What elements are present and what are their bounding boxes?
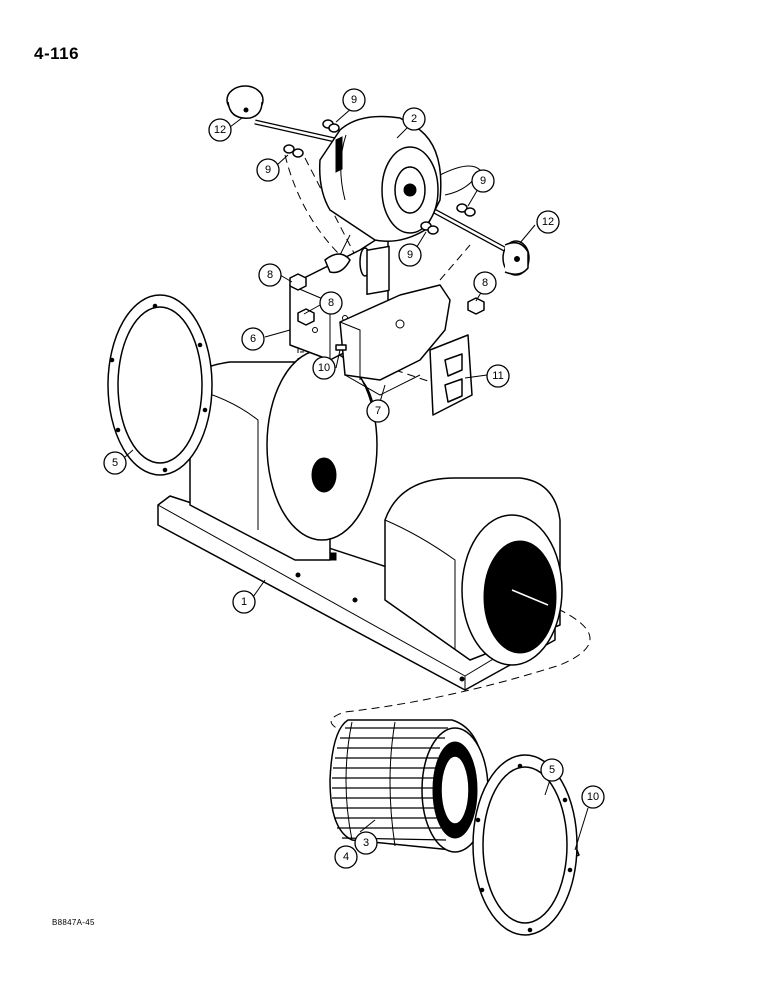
callout-3: 3 [354,831,378,855]
squirrel-cage-wheel [329,719,489,853]
svg-text:5: 5 [549,764,555,776]
callout-8-middle: 8 [319,291,343,315]
callout-2: 2 [402,107,426,131]
svg-text:10: 10 [318,362,330,374]
gasket-ring-left [107,294,213,476]
svg-text:4: 4 [343,851,349,863]
svg-text:12: 12 [214,124,226,136]
callout-5-bottom: 5 [540,758,564,782]
svg-text:2: 2 [411,113,417,125]
callout-12-top: 12 [208,118,232,142]
callout-5-left: 5 [103,451,127,475]
callout-10-top: 10 [312,356,336,380]
callout-9-bottom: 9 [398,243,422,267]
switch-bracket [429,334,473,416]
svg-text:9: 9 [480,175,486,187]
svg-text:8: 8 [267,269,273,281]
blower-wheel-hub-right [502,240,530,276]
callout-7: 7 [366,399,390,423]
svg-text:10: 10 [587,791,599,803]
mounting-bracket-right [339,245,451,396]
svg-text:8: 8 [328,297,334,309]
blower-wheel-hub-top [226,85,264,119]
left-blower-housing [189,349,378,561]
callout-12-right: 12 [536,210,560,234]
svg-text:7: 7 [375,405,381,417]
figure-code: B8847A-45 [52,918,95,927]
callout-10-bottom: 10 [581,785,605,809]
svg-text:1: 1 [241,596,247,608]
svg-text:11: 11 [492,370,503,382]
svg-text:3: 3 [363,837,369,849]
gasket-ring-right [472,754,578,936]
page-number: 4-116 [34,44,80,63]
callout-9-right: 9 [471,169,495,193]
callout-4: 4 [334,845,358,869]
blower-motor [254,115,512,274]
svg-text:9: 9 [351,94,357,106]
callout-9-left: 9 [256,158,280,182]
svg-text:5: 5 [112,457,118,469]
callout-8-left: 8 [258,263,282,287]
callout-9-top: 9 [342,88,366,112]
svg-text:8: 8 [482,277,488,289]
leader-lines [124,107,589,851]
svg-text:9: 9 [265,164,271,176]
right-blower-housing [384,477,563,666]
svg-text:9: 9 [407,249,413,261]
callout-8-right: 8 [473,271,497,295]
svg-text:6: 6 [250,333,256,345]
svg-text:12: 12 [542,216,554,228]
callout-1: 1 [232,590,256,614]
callout-11: 11 [486,364,510,388]
callout-6: 6 [241,327,265,351]
